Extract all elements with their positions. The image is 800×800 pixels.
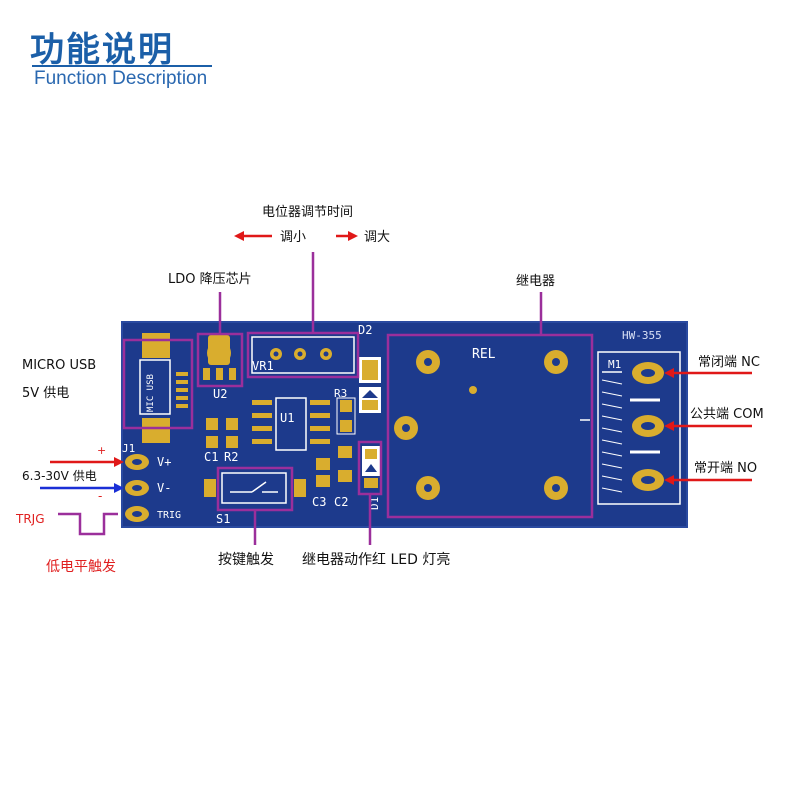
arrow-no	[664, 475, 674, 485]
arrow-com	[664, 421, 674, 431]
m1-terminal-block	[597, 351, 681, 505]
label-plus: +	[97, 444, 107, 457]
arrow-vminus	[114, 483, 124, 493]
page-title: 功能说明	[30, 30, 174, 70]
label-trig-name: TRJG	[16, 512, 45, 526]
arrow-nc	[664, 368, 674, 378]
c3-silk: C3	[312, 495, 326, 509]
label-power: 6.3-30V 供电	[22, 469, 97, 483]
rel-silk: REL	[472, 347, 496, 362]
usb-pad-top	[142, 333, 170, 358]
vr1-silk: VR1	[252, 359, 274, 373]
label-pot-increase: 调大	[364, 230, 391, 245]
label-com: 公共端 COM	[690, 407, 764, 422]
arrow-vplus	[114, 457, 124, 467]
u1-silk: U1	[280, 411, 294, 425]
label-usb-line1: MICRO USB	[22, 358, 97, 373]
label-led: 继电器动作红 LED 灯亮	[302, 552, 451, 568]
d2-silk: D2	[358, 323, 372, 337]
vplus-silk: V+	[157, 455, 171, 469]
label-no: 常开端 NO	[694, 461, 758, 476]
c2-silk: C2	[334, 495, 348, 509]
highlight-relay	[386, 333, 594, 519]
u1-ic	[275, 397, 307, 451]
title-underline	[32, 65, 212, 67]
button-switch	[221, 472, 287, 504]
trigger-pulse	[58, 512, 118, 536]
label-button: 按键触发	[218, 552, 274, 568]
vminus-silk: V-	[157, 481, 171, 495]
m1-silk: M1	[608, 358, 621, 371]
trig-silk: TRIG	[157, 510, 181, 521]
c1-silk: C1	[204, 450, 218, 464]
label-nc: 常闭端 NC	[698, 355, 760, 370]
j1-silk: J1	[122, 442, 135, 455]
label-pot-title: 电位器调节时间	[262, 205, 354, 220]
usb-silk: MIC USB	[146, 374, 156, 412]
highlight-pot	[246, 331, 360, 379]
page-subtitle: Function Description	[34, 68, 208, 89]
usb-pad-bottom	[142, 418, 170, 443]
arrow-increase	[348, 231, 358, 241]
label-minus: -	[98, 489, 103, 503]
label-trig-desc: 低电平触发	[46, 559, 116, 575]
u2-silk: U2	[213, 387, 227, 401]
r2-silk: R2	[224, 450, 238, 464]
label-relay: 继电器	[516, 274, 556, 289]
label-pot-decrease: 调小	[280, 230, 307, 245]
s1-silk: S1	[216, 512, 230, 526]
highlight-usb	[122, 338, 194, 430]
arrow-decrease	[234, 231, 244, 241]
model-label: HW-355	[622, 329, 662, 342]
label-usb-line2: 5V 供电	[22, 386, 70, 401]
r3-silk: R3	[334, 387, 347, 400]
label-ldo: LDO 降压芯片	[168, 272, 252, 287]
